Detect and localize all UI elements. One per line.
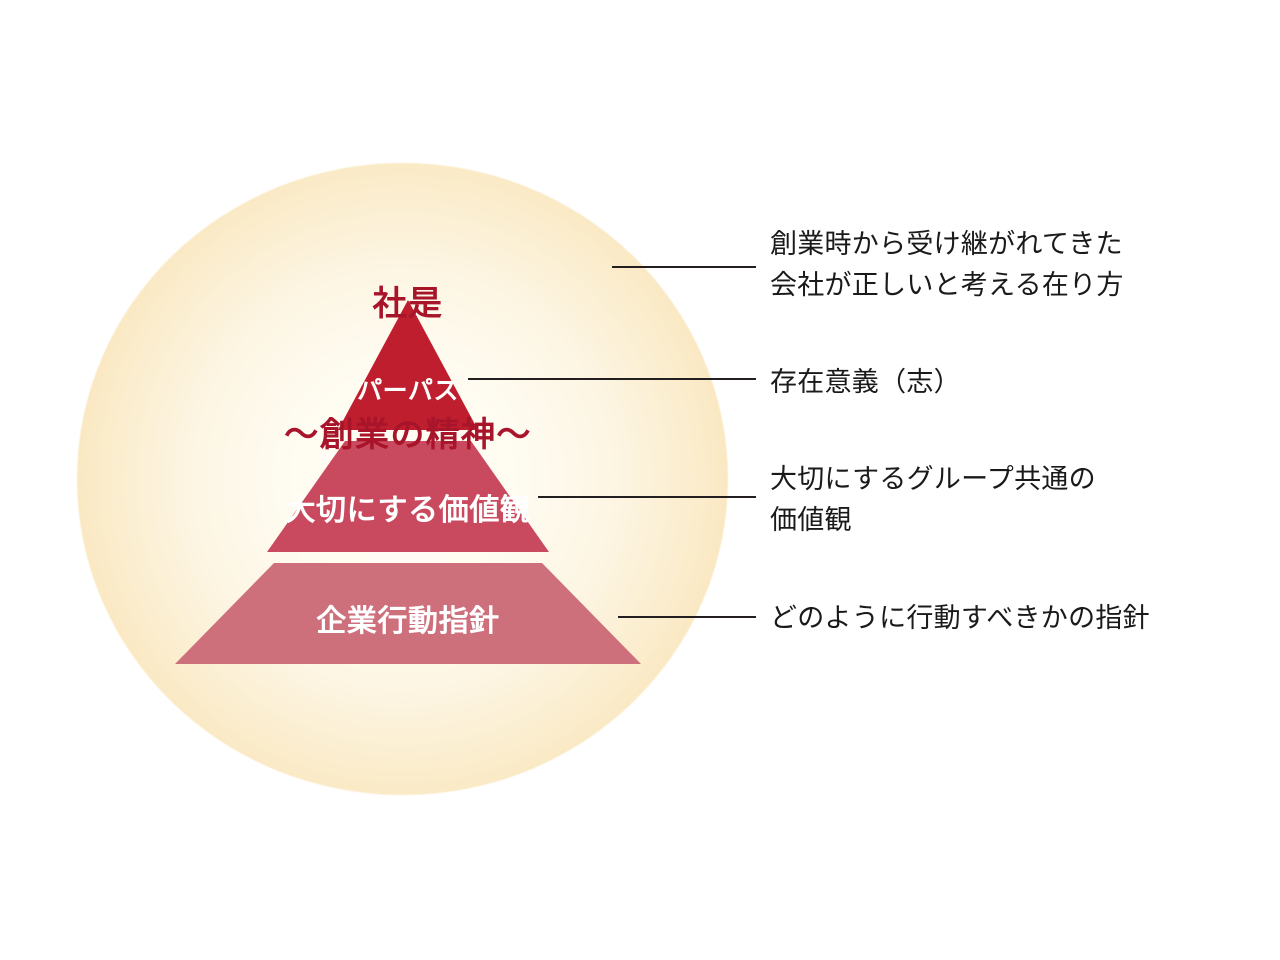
annotation-guidelines: どのように行動すべきかの指針 <box>770 603 1150 633</box>
pyramid-tier-top[interactable] <box>338 300 478 430</box>
pyramid-tier-top-label: パーパス <box>357 377 459 405</box>
pyramid-tier-bottom-label: 企業行動指針 <box>316 605 500 638</box>
headline-line-2: 〜創業の精神〜 <box>284 415 532 454</box>
pyramid-tier-middle-label: 大切にする価値観 <box>285 494 531 527</box>
annotation-headline: 創業時から受け継がれてきた 会社が正しいと考える在り方 <box>770 229 1124 300</box>
diagram-headline: 社是 〜創業の精神〜 <box>228 196 588 544</box>
pyramid-tier-bottom[interactable] <box>175 563 641 664</box>
annotation-purpose: 存在意義（志） <box>770 367 961 397</box>
pyramid-tier-middle[interactable] <box>267 441 549 552</box>
headline-line-1: 社是 <box>372 285 444 324</box>
annotation-values: 大切にするグループ共通の 価値観 <box>770 464 1096 535</box>
